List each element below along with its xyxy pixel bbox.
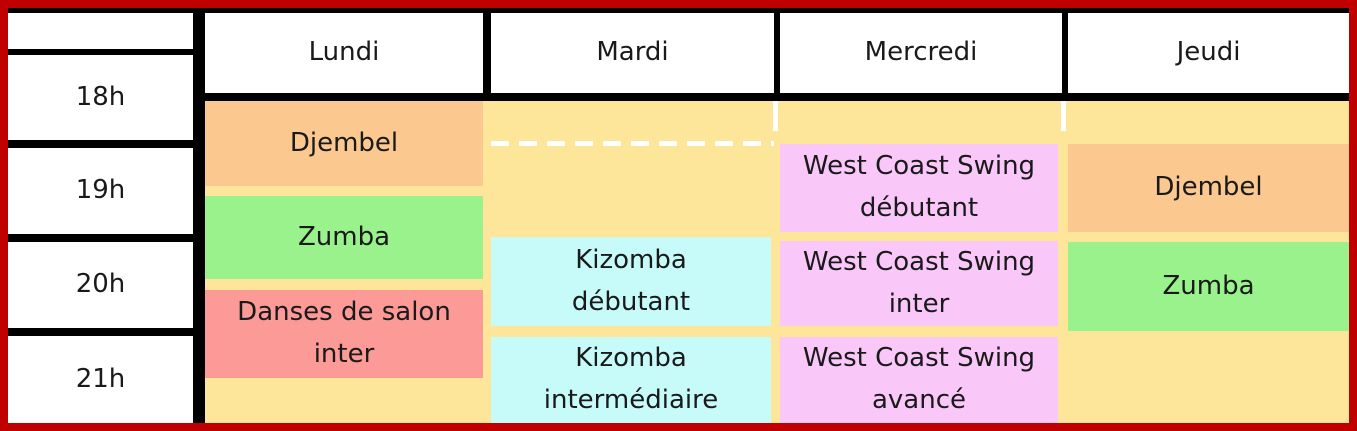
class-label: Djembel bbox=[1154, 172, 1263, 203]
day-label: Mardi bbox=[596, 37, 669, 68]
class-mardi-kizomba-debutant: Kizomba débutant bbox=[491, 237, 771, 326]
hour-cell-18h: 18h bbox=[8, 55, 193, 140]
class-mardi-kizomba-intermediaire: Kizomba intermédiaire bbox=[491, 337, 771, 423]
class-label: Kizomba débutant bbox=[571, 244, 691, 317]
class-mercredi-wcs-debutant: West Coast Swing débutant bbox=[780, 144, 1058, 232]
dashed-separator bbox=[773, 101, 778, 131]
day-label: Jeudi bbox=[1176, 37, 1241, 68]
hour-cell-19h: 19h bbox=[8, 148, 193, 234]
day-header-jeudi: Jeudi bbox=[1068, 13, 1349, 93]
class-label: West Coast Swing inter bbox=[802, 246, 1036, 319]
dashed-separator bbox=[1061, 101, 1066, 131]
dashed-separator bbox=[491, 141, 774, 146]
class-label: Zumba bbox=[1162, 270, 1255, 301]
hour-cell-20h: 20h bbox=[8, 242, 193, 328]
day-label: Mercredi bbox=[864, 37, 978, 68]
class-lundi-djembel: Djembel bbox=[205, 101, 483, 186]
day-header-lundi: Lundi bbox=[205, 13, 483, 93]
hour-cell-21h: 21h bbox=[8, 336, 193, 423]
hour-label: 20h bbox=[75, 269, 126, 300]
class-label: West Coast Swing avancé bbox=[802, 343, 1036, 415]
class-label: Djembel bbox=[289, 127, 399, 158]
class-jeudi-zumba: Zumba bbox=[1068, 242, 1349, 331]
class-jeudi-djembel: Djembel bbox=[1068, 144, 1349, 232]
class-mercredi-wcs-avance: West Coast Swing avancé bbox=[780, 337, 1058, 423]
hour-label: 19h bbox=[75, 175, 126, 206]
corner-cell bbox=[8, 13, 193, 49]
class-lundi-zumba: Zumba bbox=[205, 196, 483, 279]
schedule-table: Lundi Mardi Mercredi Jeudi 18h 19h 20h 2… bbox=[8, 8, 1349, 423]
day-header-mercredi: Mercredi bbox=[780, 13, 1062, 93]
day-header-mardi: Mardi bbox=[491, 13, 774, 93]
hour-label: 18h bbox=[75, 81, 126, 112]
class-label: Zumba bbox=[297, 221, 391, 252]
class-label: Danses de salon inter bbox=[237, 297, 451, 369]
class-lundi-danses-de-salon: Danses de salon inter bbox=[205, 290, 483, 378]
hour-label: 21h bbox=[75, 363, 126, 394]
class-label: West Coast Swing débutant bbox=[802, 151, 1036, 223]
class-mercredi-wcs-inter: West Coast Swing inter bbox=[780, 241, 1058, 326]
day-label: Lundi bbox=[308, 37, 380, 68]
class-label: Kizomba intermédiaire bbox=[543, 343, 719, 415]
